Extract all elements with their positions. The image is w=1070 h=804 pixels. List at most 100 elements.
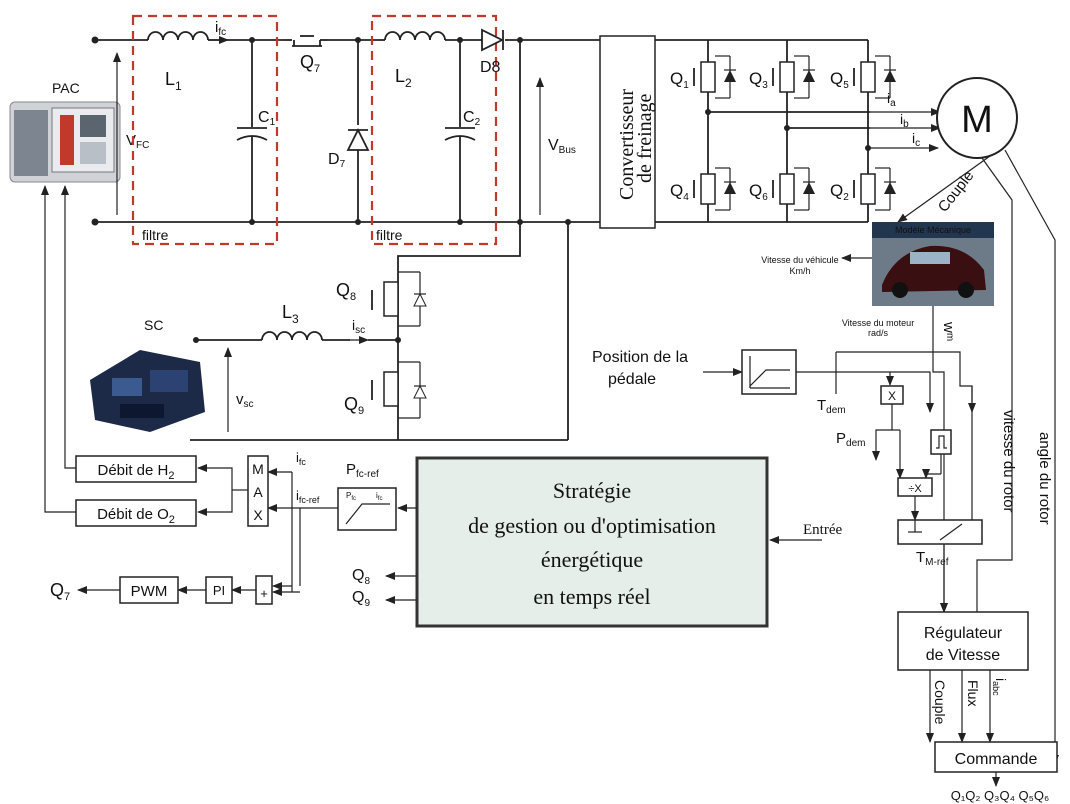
c2-label: C2 [463,109,481,128]
braking-converter [599,35,656,229]
max-m: M [252,461,264,477]
inverter-switch-q1: Q1 [670,55,736,99]
angle-rotor-label: angle du rotor [1036,432,1053,525]
speed-regulator [897,611,1029,671]
inverter-switch-q3: Q3 [749,55,815,99]
d8-label: D8 [480,59,501,76]
motor-label: M [961,99,993,141]
q8-label: Q8 [336,280,356,303]
inverter-switch-label: Q1 [670,69,689,91]
filter-box-2 [370,14,498,246]
pedal-map-block [741,349,797,395]
mech-model-title: Modèle Mécanique [895,225,971,235]
max-block [247,455,269,527]
pwm-label: PWM [131,583,168,600]
ifcref-label: ifc-ref [296,488,320,505]
h2-flow-block [75,455,197,483]
vehicle-speed-label-2: Km/h [789,266,810,276]
wm-label: wm [940,321,957,341]
inverter-switch-label: Q6 [749,181,768,203]
o2-flow-block [75,499,197,527]
vfc-label: VFC [126,132,149,151]
isc-label: isc [352,317,365,336]
q9-label: Q9 [344,394,364,417]
strategy-line1: Stratégie [553,478,631,503]
strategy-input-label: Entrée [803,522,842,538]
multiply-label: X [888,389,896,403]
strategy-line2: de gestion ou d'optimisation [468,513,716,538]
c1-label: C1 [258,109,276,128]
current-ia: ia [887,90,896,109]
supercapacitor-image [90,350,205,432]
inverter-switch-q4: Q4 [670,167,736,211]
current-ib: ib [900,111,909,130]
inverter-switch-q5: Q5 [830,55,896,99]
filter-label-2: filtre [376,227,403,243]
l1-label: L1 [165,69,182,93]
divide-label: ÷X [908,483,922,495]
command-outputs: Q₁Q₂ Q₃Q₄ Q₅Q₆ [951,788,1049,803]
sc-label: SC [144,317,163,333]
map-ifc: ifc [376,491,382,502]
inverter-switch-q6: Q6 [749,167,815,211]
switch-q8 [371,271,427,340]
sum-plus: + [260,586,268,601]
inverter-switch-label: Q4 [670,181,689,203]
regulator-flux-label: Flux [965,680,981,706]
switch-q9 [371,340,427,440]
sign-block [930,429,952,455]
ifc-ctrl-label: ifc [296,450,306,467]
pwm-block [119,576,179,604]
max-x: X [253,507,263,523]
regulator-line1: Régulateur [924,625,1003,642]
pedal-label-1: Position de la [592,349,688,366]
vehicle-speed-label-1: Vitesse du véhicule [761,255,838,265]
tmref-label: TM-ref [916,549,949,568]
iabc-label: iabc [991,678,1009,696]
filter-box-1 [131,14,279,246]
pdem-label: Pdem [836,430,865,449]
motor [936,77,1018,159]
l2-label: L2 [395,66,412,90]
inverter-switch-label: Q5 [830,69,849,91]
strategy-q8: Q8 [352,567,370,587]
q7-control-label: Q7 [50,580,70,603]
h2-label: Débit de H2 [98,462,175,482]
switch-q7 [285,35,328,47]
strategy-q9: Q9 [352,589,370,609]
braking-converter-line2: de freinage [634,93,656,183]
mechanical-model-image [872,222,994,306]
pedal-label-2: pédale [608,371,656,388]
strategy-block [415,456,769,628]
filter-label-1: filtre [142,227,169,243]
o2-label: Débit de O2 [97,506,175,526]
braking-converter-line1: Convertisseur [616,89,638,200]
pfc-to-ifc-map [337,487,397,531]
pi-label: PI [213,583,225,598]
d7-label: D7 [328,151,346,170]
inductor-l1 [147,31,209,41]
strategy-line3: énergétique [541,547,643,572]
speed-rotor-label: vitesse du rotor [1000,410,1017,513]
strategy-line4: en temps réel [533,584,650,609]
tdem-label: Tdem [817,397,846,416]
command-label: Commande [955,751,1038,768]
pfcref-label: Pfc-ref [346,461,379,480]
motor-speed-label-2: rad/s [868,328,889,338]
fuel-cell-image [9,101,121,183]
map-pfc: Pfc [346,491,356,502]
regulator-line2: de Vitesse [926,647,1001,664]
pac-label: PAC [52,80,80,96]
l3-label: L3 [282,302,299,326]
ifc-label: ifc [215,19,226,38]
current-ic: ic [912,130,920,149]
inverter-switch-label: Q2 [830,181,849,203]
max-a: A [253,484,263,500]
vbus-label: VBus [548,137,576,156]
inverter-switch-q2: Q2 [830,167,896,211]
inverter-switch-label: Q3 [749,69,768,91]
q7-label: Q7 [300,52,320,75]
vsc-label: vsc [236,391,254,410]
